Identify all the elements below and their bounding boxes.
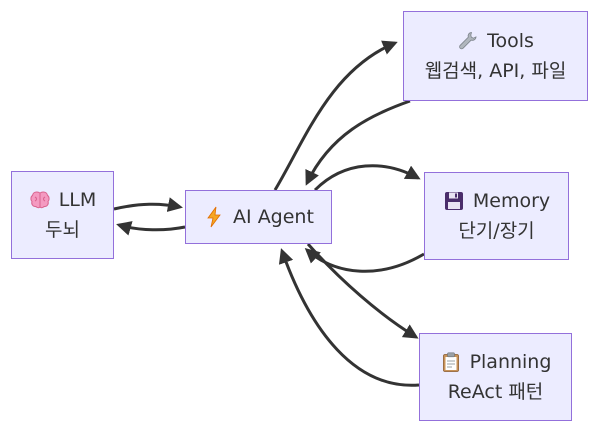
wrench-icon	[457, 30, 479, 52]
node-planning[interactable]: Planning ReAct 패턴	[419, 333, 572, 421]
node-tools-title: Tools	[487, 30, 534, 52]
floppy-disk-icon	[443, 190, 465, 212]
edge-planning-to-agent	[278, 248, 420, 387]
node-llm-subtitle: 두뇌	[45, 219, 80, 241]
edge-tools-to-agent	[305, 99, 411, 186]
edge-agent-to-llm	[116, 221, 186, 236]
node-memory[interactable]: Memory 단기/장기	[424, 172, 569, 260]
node-tools-subtitle: 웹검색, API, 파일	[424, 60, 567, 82]
brain-icon	[29, 189, 51, 211]
clipboard-icon	[440, 351, 462, 373]
node-llm[interactable]: LLM 두뇌	[11, 171, 114, 259]
edge-llm-to-agent	[113, 197, 183, 213]
node-planning-title: Planning	[469, 351, 552, 373]
node-memory-title: Memory	[472, 190, 551, 212]
node-ai-agent-title: AI Agent	[233, 206, 314, 228]
edge-agent-to-tools	[273, 40, 398, 191]
lightning-icon	[203, 206, 225, 228]
node-planning-subtitle: ReAct 패턴	[447, 381, 544, 403]
node-ai-agent[interactable]: AI Agent	[185, 190, 332, 244]
edge-agent-to-memory	[313, 164, 421, 192]
node-tools[interactable]: Tools 웹검색, API, 파일	[403, 11, 588, 101]
node-llm-title: LLM	[58, 189, 97, 211]
node-memory-subtitle: 단기/장기	[458, 220, 535, 242]
edge-agent-to-planning	[306, 243, 419, 339]
edge-memory-to-agent	[304, 248, 425, 273]
